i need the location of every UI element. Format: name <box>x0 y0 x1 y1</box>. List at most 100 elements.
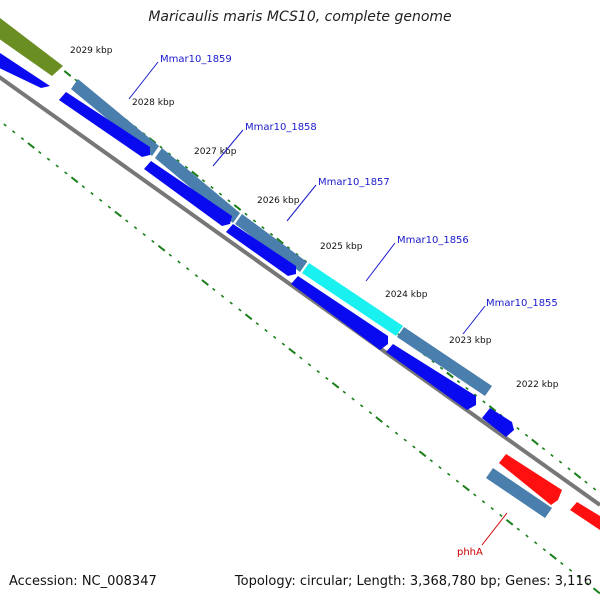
scale-label: 2022 kbp <box>516 380 559 390</box>
scale-label: 2025 kbp <box>320 242 363 252</box>
tick-mark <box>168 253 172 257</box>
gene-phhA[interactable] <box>499 454 562 505</box>
tick-mark <box>447 472 451 476</box>
map-title: Maricaulis maris MCS10, complete genome <box>148 9 452 25</box>
tick-mark <box>307 363 312 367</box>
tick-mark <box>233 204 242 211</box>
tick-mark <box>403 438 407 442</box>
tick-mark <box>218 192 223 196</box>
scale-labels: 2029 kbp 2028 kbp 2027 kbp 2026 kbp 2025… <box>70 46 559 390</box>
scale-label: 2024 kbp <box>385 290 428 300</box>
scale-label: 2026 kbp <box>257 196 300 206</box>
tick-mark <box>482 400 486 404</box>
tick-mark <box>295 252 299 256</box>
tick-mark <box>191 170 199 178</box>
tick-mark <box>558 460 563 464</box>
tick-mark <box>418 450 427 458</box>
gene-bar-lower-blue[interactable] <box>486 468 552 518</box>
gene-label-mmar10-1857[interactable]: Mmar10_1857 <box>318 177 390 188</box>
tick-mark <box>186 267 190 271</box>
tick-mark <box>99 198 103 202</box>
gene-label-mmar10-1858[interactable]: Mmar10_1858 <box>245 122 317 133</box>
tick-mark <box>288 347 296 355</box>
tick-mark <box>592 587 600 595</box>
tick-mark <box>261 226 265 230</box>
gene-red-right[interactable] <box>570 502 600 530</box>
gene-label-mmar10-1855[interactable]: Mmar10_1855 <box>486 298 558 309</box>
tick-mark <box>386 424 390 428</box>
gene-label-mmar10-1856[interactable]: Mmar10_1856 <box>397 235 469 246</box>
cds-small-right[interactable] <box>482 408 514 437</box>
gene-label-mmar10-1859[interactable]: Mmar10_1859 <box>160 54 232 65</box>
cds-mmar10-1856[interactable] <box>291 276 388 350</box>
leader-mmar10-1859 <box>128 61 159 100</box>
tick-mark <box>269 232 274 236</box>
tick-mark <box>38 150 42 154</box>
tick-mark <box>525 534 529 538</box>
gene-bar-mmar10-1859[interactable] <box>71 79 159 156</box>
tick-mark <box>264 328 268 333</box>
gene-olive[interactable] <box>0 18 63 76</box>
tick-mark <box>167 152 172 156</box>
tick-mark <box>342 390 346 394</box>
tick-mark <box>125 219 129 223</box>
tick-mark <box>516 527 520 531</box>
gene-bar-mmar10-1858[interactable] <box>155 148 240 223</box>
leader-mmar10-1857 <box>286 184 317 222</box>
gene-bar-mmar10-1855[interactable] <box>397 327 492 396</box>
tick-mark <box>584 480 588 484</box>
tick-mark <box>12 130 16 134</box>
cds-top-left[interactable] <box>0 53 50 88</box>
cds-mmar10-1859[interactable] <box>59 92 150 157</box>
tick-mark <box>473 493 477 497</box>
leader-mmar10-1858 <box>212 129 244 167</box>
gene-label-leaders <box>128 61 508 546</box>
tick-mark <box>462 484 470 492</box>
tick-mark <box>176 159 180 163</box>
tick-mark <box>455 479 460 483</box>
tick-mark <box>210 185 214 189</box>
tick-mark <box>46 157 51 161</box>
tick-mark <box>316 370 320 374</box>
tick-mark <box>55 164 59 168</box>
tick-mark <box>64 171 68 175</box>
tick-mark <box>244 313 253 321</box>
cds-mmar10-1855[interactable] <box>386 344 476 410</box>
tick-mark <box>429 459 433 463</box>
tick-mark <box>157 244 166 252</box>
tick-mark <box>531 438 539 446</box>
tick-mark <box>201 279 209 286</box>
cds-mmar10-1858[interactable] <box>144 161 232 226</box>
tick-mark <box>516 427 520 431</box>
tick-mark <box>577 575 581 579</box>
tick-mark <box>549 553 557 560</box>
tick-mark <box>560 561 564 565</box>
genome-summary-text: Topology: circular; Length: 3,368,780 bp… <box>234 574 592 589</box>
tick-mark <box>592 487 597 491</box>
tick-mark <box>360 404 364 408</box>
tick-mark <box>499 513 503 518</box>
scale-label: 2023 kbp <box>449 336 492 346</box>
gene-label-phhA[interactable]: phhA <box>457 547 483 558</box>
tick-mark <box>133 226 138 230</box>
tick-mark <box>3 123 7 127</box>
tick-mark <box>184 165 189 169</box>
tick-mark <box>90 191 94 196</box>
tick-mark <box>446 371 454 379</box>
tick-mark <box>567 467 571 471</box>
gene-bar-mmar10-1857[interactable] <box>235 214 307 272</box>
tick-mark <box>107 205 112 209</box>
leader-mmar10-1856 <box>365 242 396 282</box>
tick-mark <box>151 239 155 244</box>
tick-mark <box>255 322 259 326</box>
tick-mark <box>490 507 494 511</box>
tick-mark <box>142 233 146 237</box>
gene-bar-mmar10-1856[interactable] <box>302 263 403 336</box>
tick-mark <box>488 405 497 412</box>
tick-mark <box>550 453 554 457</box>
cds-mmar10-1857[interactable] <box>226 224 296 276</box>
tick-mark <box>220 294 225 298</box>
tick-mark <box>148 137 157 144</box>
